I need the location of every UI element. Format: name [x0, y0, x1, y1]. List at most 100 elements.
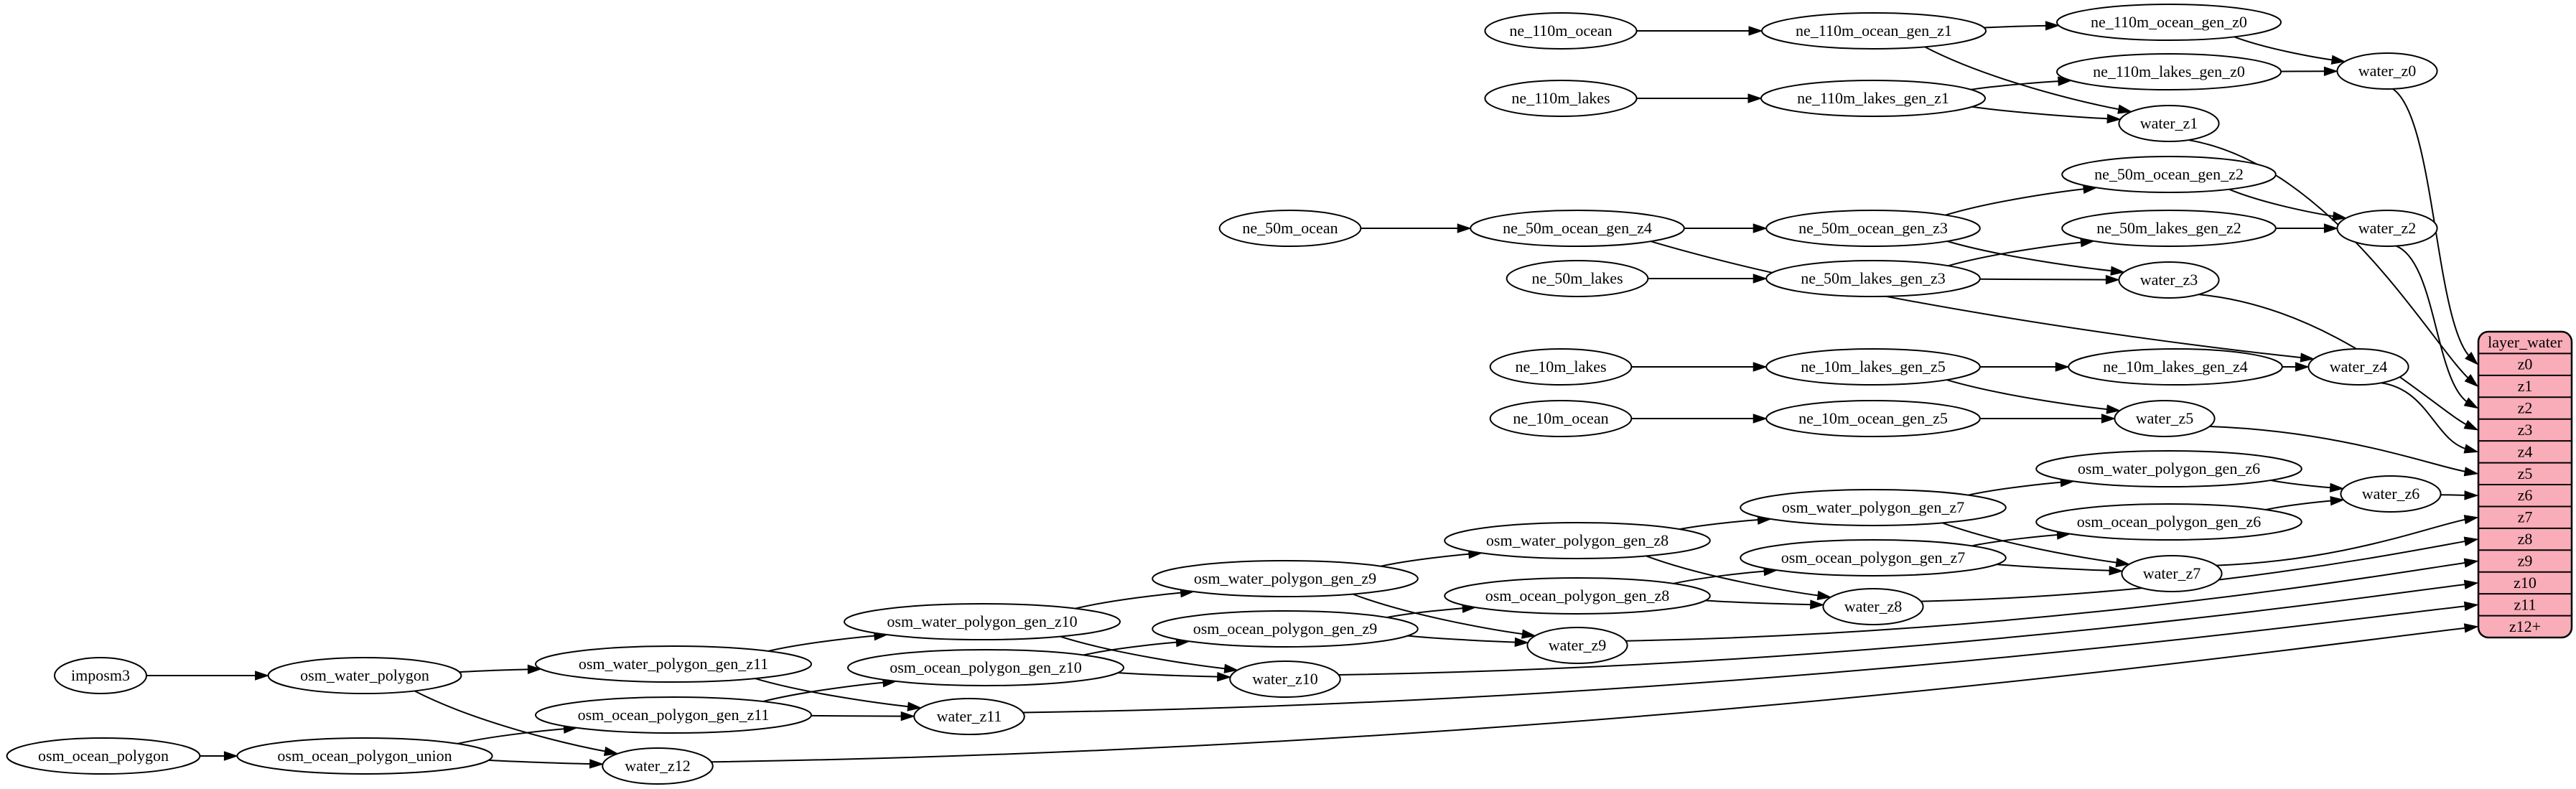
node-ellipse	[2118, 261, 2220, 299]
node-label: ne_110m_ocean	[1509, 22, 1612, 39]
node-label: ne_50m_ocean_gen_z3	[1798, 219, 1948, 237]
node-label: ne_50m_ocean_gen_z2	[2094, 165, 2244, 183]
arrowhead-icon	[2464, 373, 2479, 388]
table-row-z4: z4	[2518, 442, 2533, 460]
node-label: osm_ocean_polygon_gen_z10	[890, 658, 1082, 676]
node-ellipse	[6, 737, 201, 775]
edge-osm_water_polygon_gen_z11--osm_water_polygon_gen_z10	[767, 630, 889, 652]
edge-line	[1948, 241, 2085, 267]
node-label: water_z10	[1252, 670, 1318, 688]
arrowhead-icon	[2295, 362, 2310, 372]
edge-osm_ocean_polygon_gen_z6--water_z6	[2265, 496, 2345, 510]
table-row-z8: z8	[2518, 530, 2533, 548]
edge-ne_50m_lakes_gen_z3--ne_50m_lakes_gen_z2	[1948, 237, 2095, 267]
node-ellipse	[602, 747, 714, 785]
table-row-z11: z11	[2514, 595, 2537, 613]
edge-water_z9--layer_water-z9	[1625, 558, 2479, 642]
edge-water_z12--layer_water-z12+	[711, 623, 2479, 763]
arrowhead-icon	[2463, 601, 2479, 612]
node-ellipse	[1489, 348, 1633, 386]
edge-water_z5--layer_water-z5	[2209, 426, 2479, 477]
node-ellipse	[2118, 105, 2220, 142]
node-ellipse	[2336, 210, 2438, 247]
node-ellipse	[54, 657, 147, 694]
edge-ne_10m_lakes_gen_z5--ne_10m_lakes_gen_z4	[1979, 362, 2070, 372]
edge-ne_50m_lakes--ne_50m_lakes_gen_z3	[1648, 274, 1768, 284]
edge-ne_110m_lakes_gen_z0--water_z0	[2280, 66, 2338, 76]
node-ellipse	[1218, 210, 1362, 247]
arrowhead-icon	[1457, 223, 1472, 233]
node-label: water_z0	[2358, 62, 2417, 80]
edge-line	[1942, 522, 2120, 564]
arrowhead-icon	[2464, 490, 2479, 500]
arrowhead-icon	[2323, 223, 2338, 233]
node-label: osm_ocean_polygon_gen_z8	[1485, 587, 1670, 604]
node-ellipse	[535, 645, 812, 683]
node-osm_ocean_polygon_gen_z7: osm_ocean_polygon_gen_z7	[1740, 539, 2007, 576]
node-label: osm_water_polygon	[300, 666, 429, 684]
edge-line	[1971, 106, 2111, 120]
arrowhead-icon	[1753, 223, 1768, 233]
node-ellipse	[267, 657, 462, 694]
node-ellipse	[1444, 522, 1711, 559]
node-water_z0: water_z0	[2336, 52, 2438, 90]
node-ne_110m_lakes_gen_z0: ne_110m_lakes_gen_z0	[2056, 53, 2282, 90]
table-row-z10: z10	[2514, 574, 2537, 592]
node-ne_110m_lakes_gen_z1: ne_110m_lakes_gen_z1	[1760, 80, 1986, 117]
arrowhead-icon	[2332, 211, 2348, 221]
node-water_z9: water_z9	[1526, 627, 1628, 664]
table-row-z2: z2	[2518, 399, 2533, 417]
node-water_z1: water_z1	[2118, 105, 2220, 142]
arrowhead-icon	[2110, 266, 2125, 276]
edge-line	[1075, 592, 1185, 610]
node-ellipse	[1740, 489, 2007, 526]
node-ellipse	[1760, 80, 1986, 117]
edge-line	[1083, 641, 1180, 656]
node-water_z3: water_z3	[2118, 261, 2220, 299]
edge-osm_ocean_polygon_gen_z7--water_z7	[1997, 564, 2124, 576]
edge-water_z6--layer_water-z6	[2440, 490, 2479, 500]
edge-line	[2381, 382, 2469, 451]
edge-osm_ocean_polygon_gen_z11--water_z11	[811, 711, 915, 722]
edge-line	[762, 681, 887, 702]
node-ellipse	[1765, 400, 1981, 437]
node-osm_ocean_polygon_gen_z9: osm_ocean_polygon_gen_z9	[1152, 610, 1419, 648]
arrowhead-icon	[2300, 353, 2315, 363]
edge-line	[1118, 672, 1221, 678]
node-label: ne_10m_ocean	[1513, 409, 1608, 427]
arrowhead-icon	[255, 671, 270, 681]
arrowhead-icon	[2045, 21, 2061, 31]
arrowhead-icon	[2463, 467, 2479, 477]
arrowhead-icon	[1223, 663, 1239, 673]
edge-ne_110m_lakes_gen_z1--water_z1	[1971, 106, 2122, 123]
edge-water_z1--layer_water-z1	[2188, 139, 2479, 388]
node-label: ne_10m_lakes	[1515, 358, 1606, 375]
edge-line	[1651, 241, 2305, 359]
table-row-z12+: z12+	[2509, 617, 2541, 635]
node-label: ne_110m_lakes	[1511, 89, 1610, 107]
node-label: water_z11	[937, 707, 1002, 725]
arrowhead-icon	[1816, 590, 1832, 601]
node-ellipse	[2307, 348, 2409, 386]
edge-imposm3--osm_water_polygon	[146, 671, 270, 681]
edge-line	[2229, 188, 2337, 218]
node-ellipse	[2336, 52, 2438, 90]
node-label: water_z4	[2330, 358, 2388, 375]
edge-line	[1921, 540, 2469, 602]
edge-ne_110m_lakes_gen_z1--ne_110m_lakes_gen_z0	[1970, 76, 2073, 90]
node-label: osm_water_polygon_gen_z9	[1194, 569, 1376, 587]
node-water_z11: water_z11	[913, 698, 1025, 735]
node-ne_50m_ocean_gen_z3: ne_50m_ocean_gen_z3	[1765, 210, 1981, 247]
arrowhead-icon	[1753, 362, 1768, 372]
arrowhead-icon	[2463, 419, 2479, 431]
arrowhead-icon	[2463, 623, 2479, 633]
edge-osm_water_polygon_gen_z10--osm_water_polygon_gen_z9	[1075, 588, 1195, 610]
arrowhead-icon	[2106, 404, 2122, 414]
edge-line	[1970, 80, 2062, 90]
arrowhead-icon	[603, 746, 619, 756]
arrowhead-icon	[1810, 599, 1825, 610]
edge-ne_50m_ocean_gen_z4--water_z4	[1651, 241, 2315, 363]
node-label: osm_ocean_polygon_gen_z6	[2077, 513, 2262, 531]
edge-ne_110m_ocean_gen_z1--water_z1	[1924, 46, 2133, 114]
